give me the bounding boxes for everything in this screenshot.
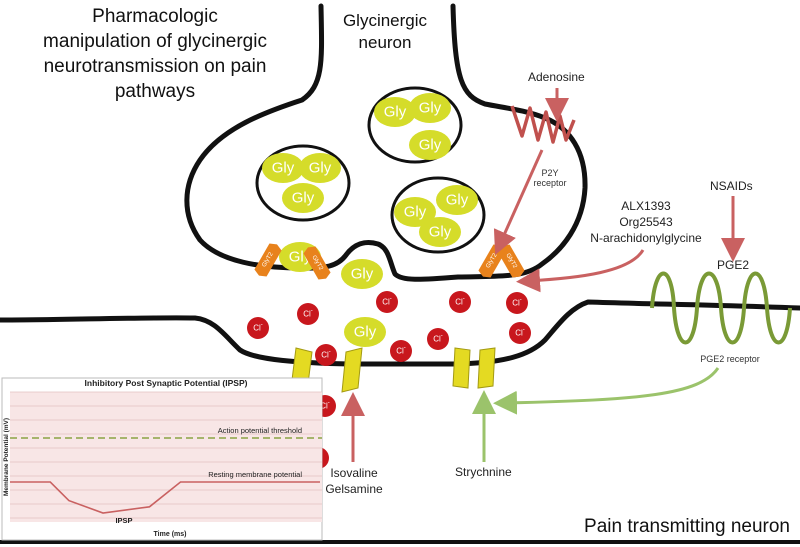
label-line: receptor: [533, 178, 567, 188]
isovaline-gelsamine-label: Isovaline Gelsamine: [314, 465, 394, 497]
glycine-receptor-left-b: [341, 347, 363, 393]
glycine-molecule: Gly: [262, 153, 304, 183]
adenosine-label: Adenosine: [528, 70, 585, 84]
p2y-receptor-label: P2Y receptor: [525, 168, 575, 188]
resting-label: Resting membrane potential: [208, 470, 302, 479]
chloride-label: Cl-: [382, 296, 392, 307]
glycine-label: Gly: [292, 190, 315, 207]
title-line: manipulation of glycinergic: [43, 31, 267, 52]
chloride-label: Cl-: [512, 297, 522, 308]
pain-neuron-membrane: [0, 299, 800, 367]
glycine-label: Gly: [351, 266, 374, 283]
chloride-ion: Cl-: [376, 291, 398, 313]
chloride-label: Cl-: [433, 333, 443, 344]
title-line: neurotransmission on pain: [43, 56, 267, 77]
label-line: Gelsamine: [325, 482, 383, 496]
nsaids-label: NSAIDs: [710, 179, 753, 193]
label-line: neuron: [358, 33, 412, 52]
strychnine-label: Strychnine: [455, 465, 512, 479]
chart-plot-area: [10, 392, 322, 522]
pain-neuron-label: Pain transmitting neuron: [584, 516, 790, 537]
chloride-label: Cl-: [320, 400, 330, 411]
label-line: N-arachidonylglycine: [590, 231, 702, 245]
glycine-molecule: Gly: [374, 97, 416, 127]
glycine-label: Gly: [384, 104, 407, 121]
glycine-molecule: Gly: [409, 93, 451, 123]
pge2-receptor-label: PGE2 receptor: [700, 354, 760, 364]
label-line: ALX1393: [621, 199, 671, 213]
p2y-to-glyt2-arrow: [493, 149, 544, 255]
chloride-label: Cl-: [253, 322, 263, 333]
glycine-molecule: Gly: [419, 217, 461, 247]
glycine-molecule: Gly: [341, 259, 383, 289]
chloride-ion: Cl-: [390, 340, 412, 362]
label-line: Glycinergic: [342, 11, 428, 30]
ipsp-chart: Inhibitory Post Synaptic Potential (IPSP…: [1, 377, 323, 541]
glycinergic-neuron-label: Glycinergic neuron: [330, 10, 440, 54]
glycine-label: Gly: [354, 324, 377, 341]
chart-title: Inhibitory Post Synaptic Potential (IPSP…: [85, 378, 248, 388]
chloride-label: Cl-: [455, 296, 465, 307]
glycine-molecule: Gly: [436, 185, 478, 215]
glycine-label: Gly: [419, 137, 442, 154]
glycinergic-neuron-membrane: [184, 3, 588, 282]
label-line: Isovaline: [330, 466, 378, 480]
chloride-ion: Cl-: [427, 328, 449, 350]
chart-x-label: Time (ms): [154, 531, 187, 538]
glyt2-inhibitors-label: ALX1393 Org25543 N-arachidonylglycine: [576, 198, 716, 246]
ipsp-label: IPSP: [115, 516, 132, 525]
chloride-ion: Cl-: [449, 291, 471, 313]
title-line: Pharmacologic: [92, 6, 218, 27]
glycine-receptor-right-b: [477, 347, 496, 389]
glycine-label: Gly: [419, 100, 442, 117]
glycine-molecule: Gly: [409, 130, 451, 160]
glycine-label: Gly: [429, 224, 452, 241]
threshold-label: Action potential threshold: [218, 426, 302, 435]
chart-gridlines: [10, 391, 322, 519]
glyt2-transporter-left-a: GlyT2: [254, 243, 282, 277]
glycine-molecule: Gly: [394, 197, 436, 227]
chart-y-label: Membrane Potential (mV): [3, 418, 10, 496]
glycine-molecule: Gly: [282, 183, 324, 213]
glycine-molecule: Gly: [344, 317, 386, 347]
glycine-label: Gly: [309, 160, 332, 177]
pge2-label: PGE2: [717, 258, 750, 272]
pge2-receptor-arrow: [493, 367, 720, 415]
pge2-receptor: [650, 271, 792, 345]
glycine-molecule: Gly: [299, 153, 341, 183]
glycine-label: Gly: [404, 204, 427, 221]
chloride-ion: Cl-: [297, 303, 319, 325]
diagram-title: Pharmacologic manipulation of glycinergi…: [30, 4, 280, 104]
glycine-receptor-right-a: [452, 347, 471, 389]
glycine-label: Gly: [272, 160, 295, 177]
glyt2-transporter-left-b: GlyT2: [303, 246, 331, 280]
ipsp-trace: [10, 481, 320, 514]
title-line: pathways: [114, 81, 196, 102]
glycine-label: Gly: [446, 192, 469, 209]
chloride-ion: Cl-: [247, 317, 269, 339]
label-line: P2Y: [541, 168, 559, 178]
chloride-label: Cl-: [321, 349, 331, 360]
chloride-ion: Cl-: [315, 344, 337, 366]
chloride-ion: Cl-: [509, 322, 531, 344]
chloride-label: Cl-: [303, 308, 313, 319]
label-line: Org25543: [619, 215, 673, 229]
alx-inhibitor-arrow: [516, 249, 645, 293]
chloride-ion: Cl-: [506, 292, 528, 314]
chloride-label: Cl-: [396, 345, 406, 356]
chloride-label: Cl-: [515, 327, 525, 338]
